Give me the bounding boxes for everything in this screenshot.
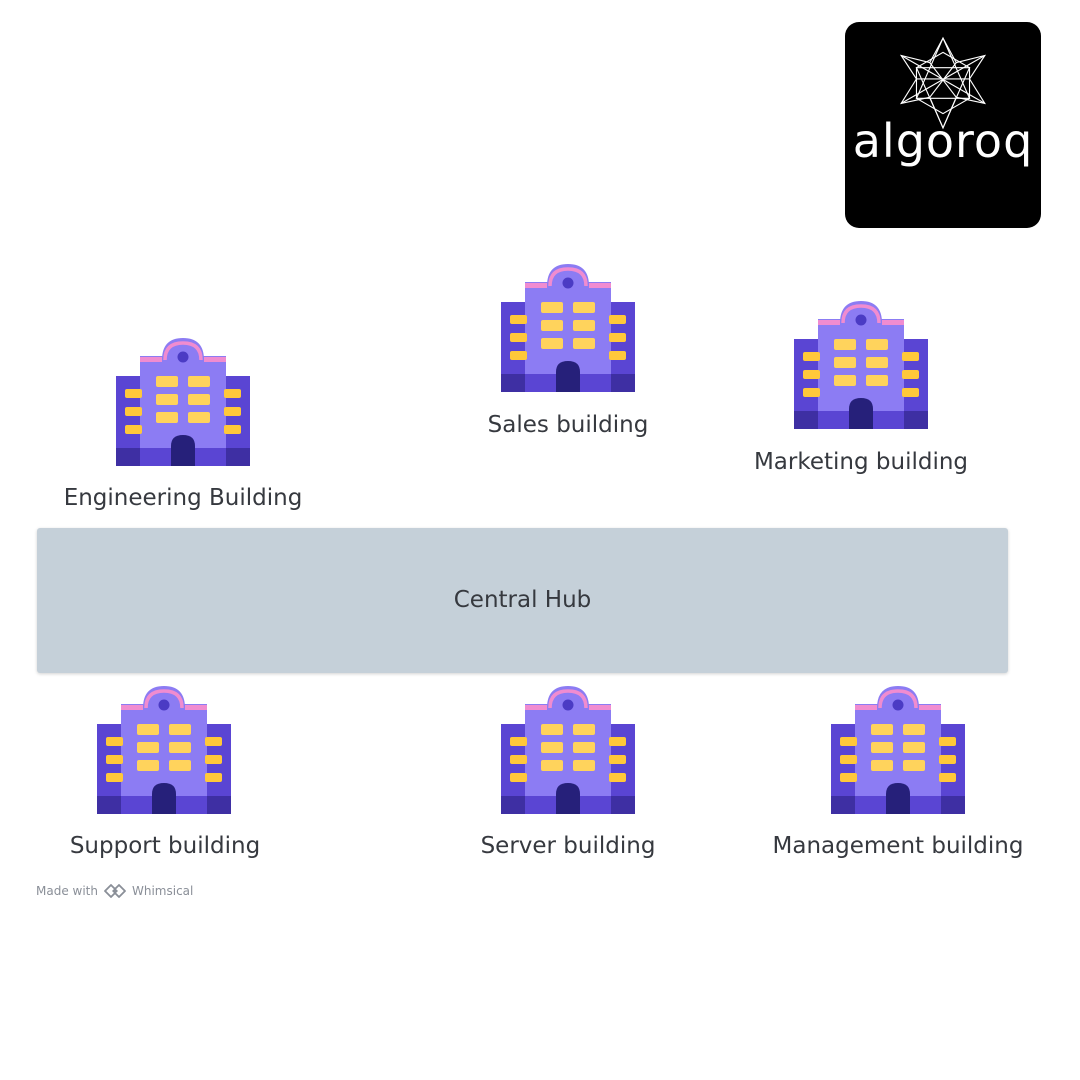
made-with-whimsical: Made with Whimsical bbox=[36, 881, 193, 901]
central-hub-label: Central Hub bbox=[453, 587, 592, 613]
building-icon-marketing bbox=[794, 299, 928, 429]
star-polygon-icon bbox=[899, 36, 987, 130]
building-label-engineering: Engineering Building bbox=[63, 485, 303, 511]
logo-text: algoroq bbox=[852, 114, 1034, 168]
whimsical-logo-icon bbox=[104, 884, 126, 898]
building-label-server: Server building bbox=[480, 833, 656, 859]
footer-brand: Whimsical bbox=[131, 884, 194, 898]
building-label-marketing: Marketing building bbox=[753, 449, 969, 475]
building-label-management: Management building bbox=[772, 833, 1024, 859]
building-label-sales: Sales building bbox=[487, 412, 649, 438]
building-icon-engineering bbox=[116, 336, 250, 466]
building-icon-server bbox=[501, 684, 635, 814]
building-icon-sales bbox=[501, 262, 635, 392]
algoroq-logo: algoroq bbox=[845, 22, 1041, 228]
building-icon-support bbox=[97, 684, 231, 814]
building-label-support: Support building bbox=[69, 833, 261, 859]
footer-made-with: Made with bbox=[36, 884, 98, 898]
central-hub: Central Hub bbox=[37, 528, 1008, 673]
building-icon-management bbox=[831, 684, 965, 814]
